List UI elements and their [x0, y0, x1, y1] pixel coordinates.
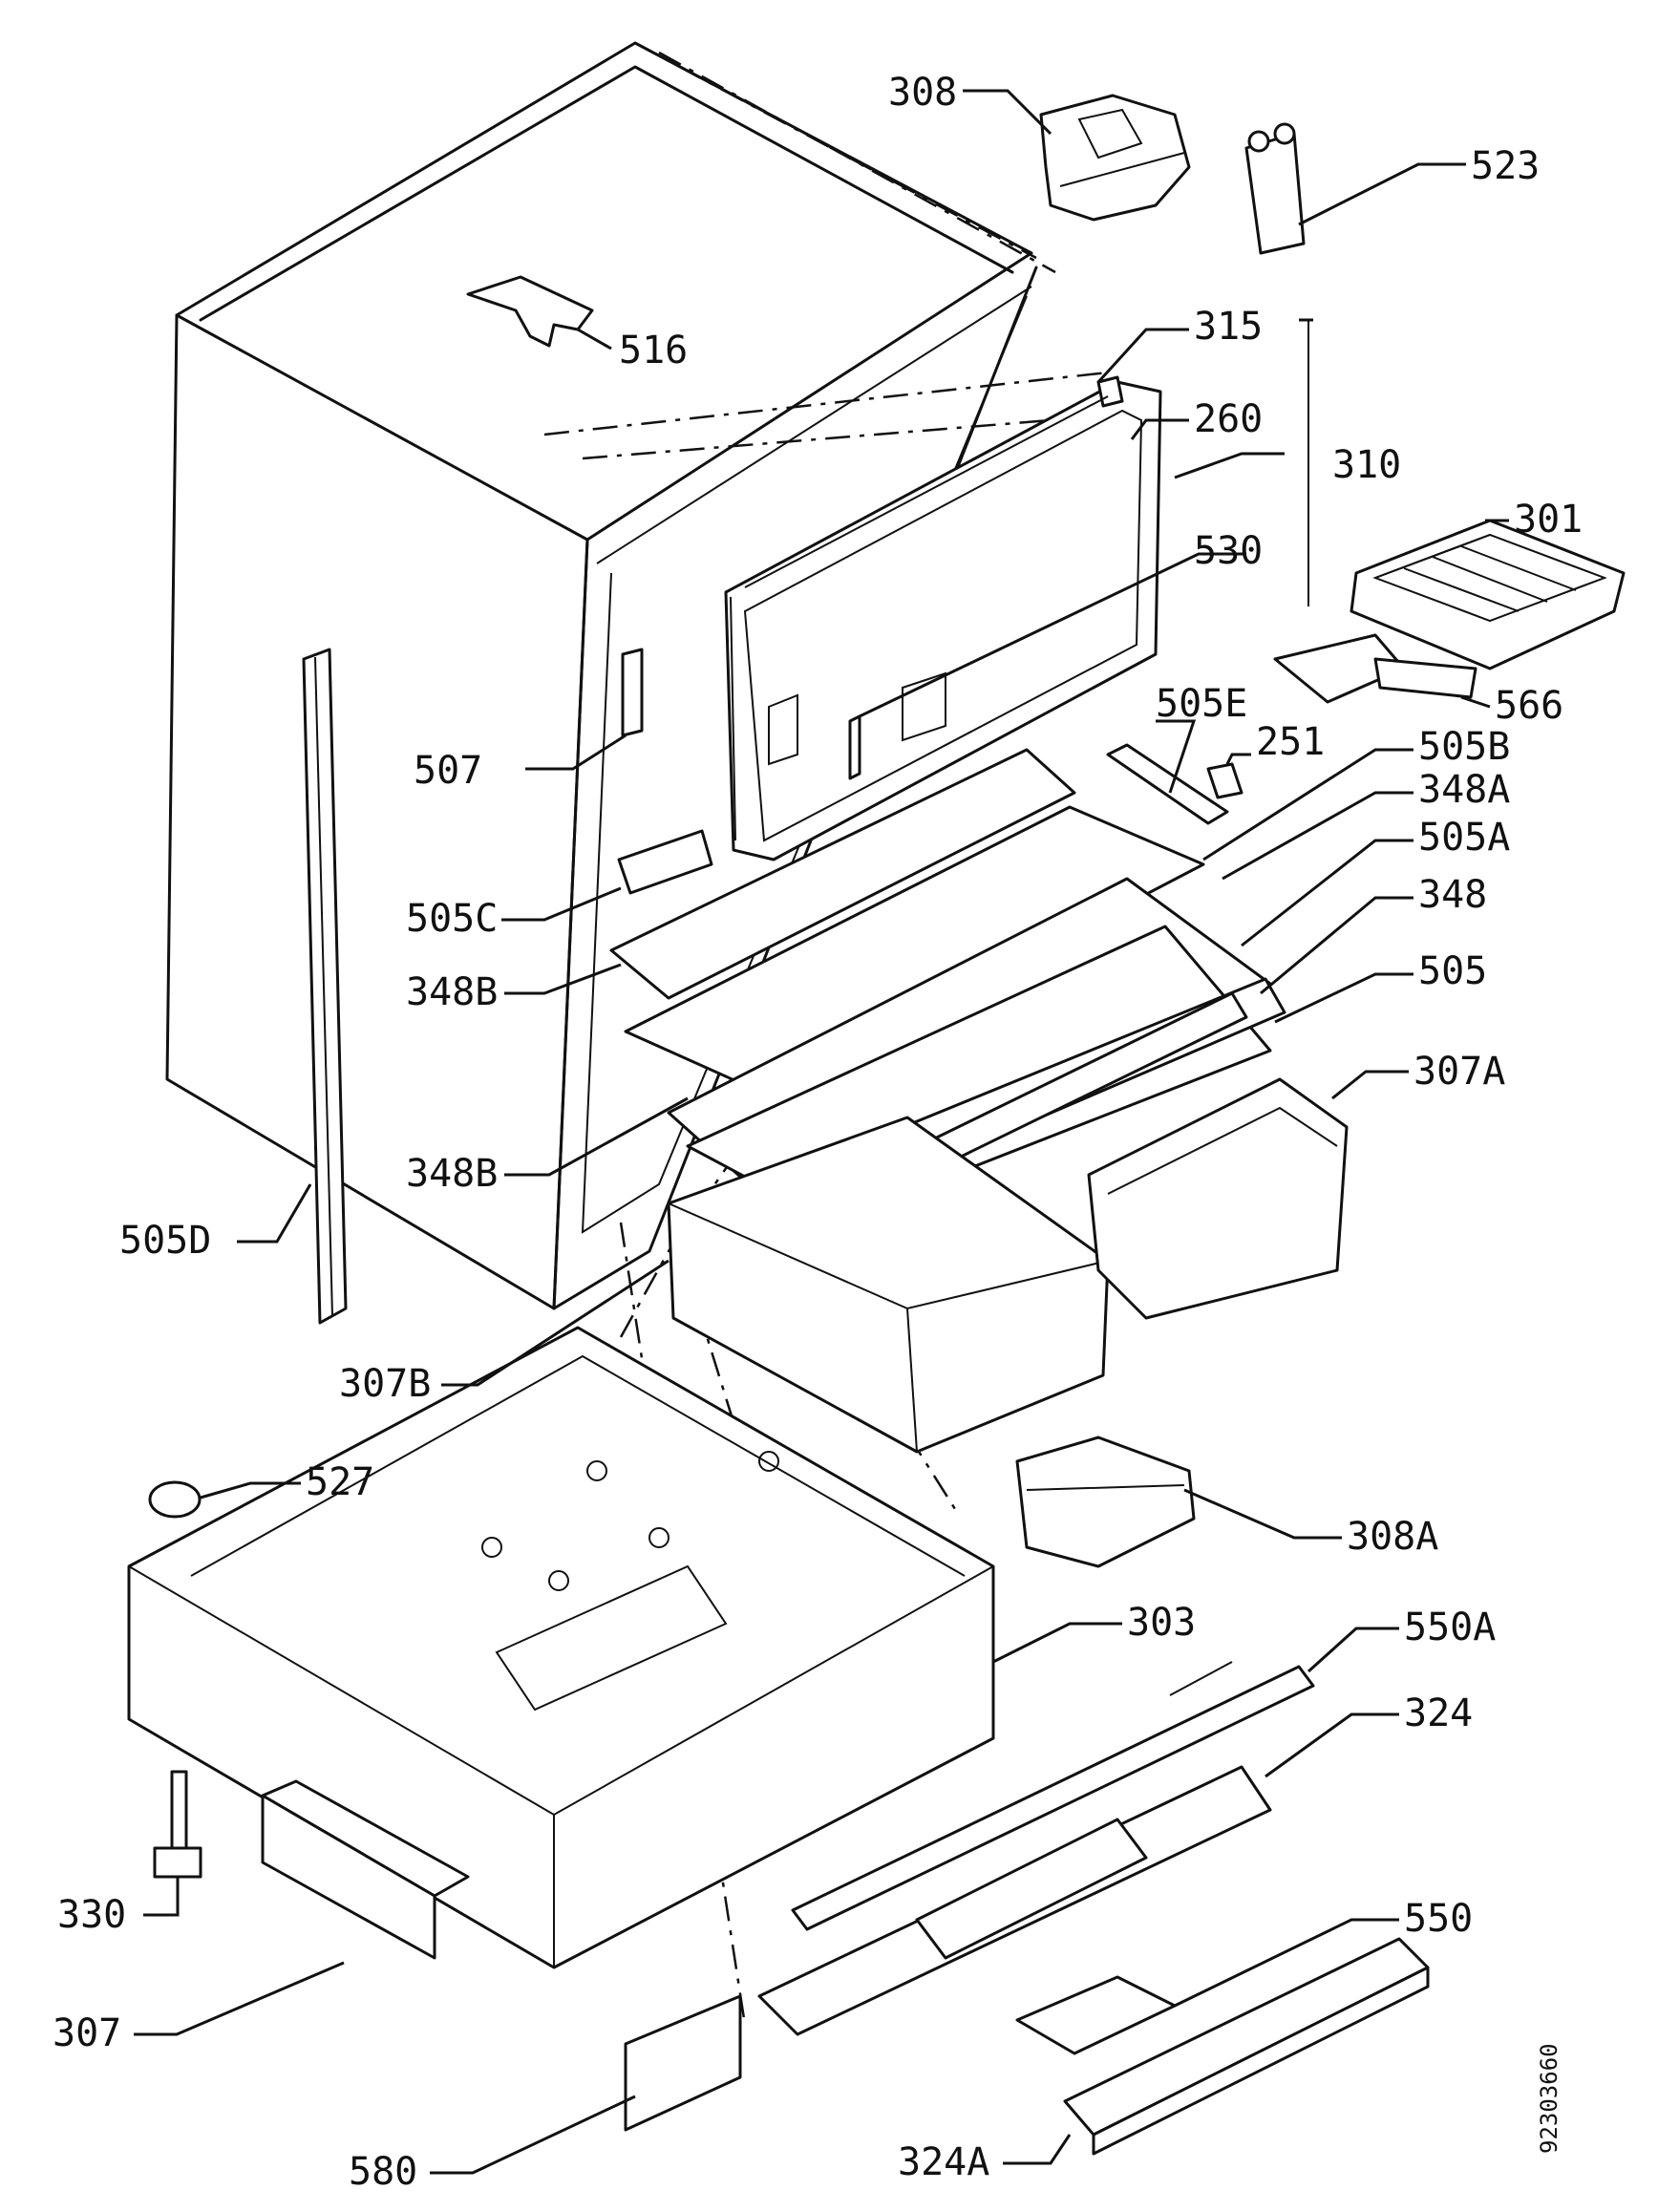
label-505D: 505D: [119, 1219, 211, 1263]
ice-tray-301: [1350, 519, 1626, 670]
label-251: 251: [1256, 720, 1325, 764]
foot-527: [148, 1480, 202, 1519]
label-324: 324: [1404, 1691, 1473, 1735]
label-315: 315: [1194, 305, 1263, 349]
grille-550A: [791, 1661, 1315, 1931]
label-348: 348: [1418, 873, 1487, 917]
panel-580: [624, 1994, 742, 2132]
grille-324A: [1063, 1937, 1430, 2156]
clip-251: [1206, 762, 1244, 799]
label-308A: 308A: [1347, 1515, 1438, 1559]
grille-324: [757, 1765, 1272, 2036]
label-307A: 307A: [1414, 1050, 1505, 1094]
label-516: 516: [619, 329, 688, 372]
label-303: 303: [1127, 1601, 1196, 1645]
label-307: 307: [53, 2011, 121, 2055]
label-348B-1: 348B: [406, 970, 498, 1014]
label-550A: 550A: [1404, 1606, 1496, 1649]
scraper-566: [1273, 633, 1477, 704]
gasket-505E: [1106, 743, 1229, 825]
label-260: 260: [1194, 397, 1263, 441]
label-527: 527: [306, 1460, 374, 1504]
foot-screw-330: [153, 1770, 202, 1879]
label-550: 550: [1404, 1897, 1473, 1941]
drawer-307B: [667, 1116, 1110, 1454]
label-505C: 505C: [406, 897, 498, 941]
hinge-308A: [1015, 1436, 1196, 1568]
label-348B-2: 348B: [406, 1152, 498, 1196]
label-566: 566: [1495, 684, 1563, 728]
label-505B: 505B: [1418, 725, 1510, 769]
grille-550: [1015, 1975, 1177, 2055]
hinge-308: [1039, 94, 1191, 222]
label-523: 523: [1471, 144, 1540, 188]
label-348A: 348A: [1418, 768, 1510, 812]
cabinet: [165, 41, 1038, 1325]
panel-307: [261, 1779, 470, 1960]
label-307B: 307B: [339, 1362, 431, 1406]
hinge-pin-523: [1244, 122, 1306, 255]
label-530: 530: [1194, 529, 1263, 573]
drawer-307A: [1087, 1077, 1349, 1320]
label-580: 580: [349, 2150, 417, 2194]
label-507: 507: [414, 749, 482, 793]
label-505A: 505A: [1418, 816, 1510, 860]
drawing-code: 92303660: [1536, 2043, 1562, 2154]
label-301: 301: [1514, 498, 1583, 542]
label-310: 310: [1332, 443, 1401, 487]
label-505E: 505E: [1156, 682, 1247, 726]
label-505: 505: [1418, 949, 1487, 993]
label-324A: 324A: [898, 2140, 989, 2184]
freezer-door-310: [724, 320, 1309, 861]
leader-lines: [134, 89, 1509, 2175]
part-labels: 308 523 516 315 260 310 301 530 566 507 …: [53, 71, 1583, 2194]
label-308: 308: [888, 71, 957, 115]
label-330: 330: [57, 1893, 126, 1937]
